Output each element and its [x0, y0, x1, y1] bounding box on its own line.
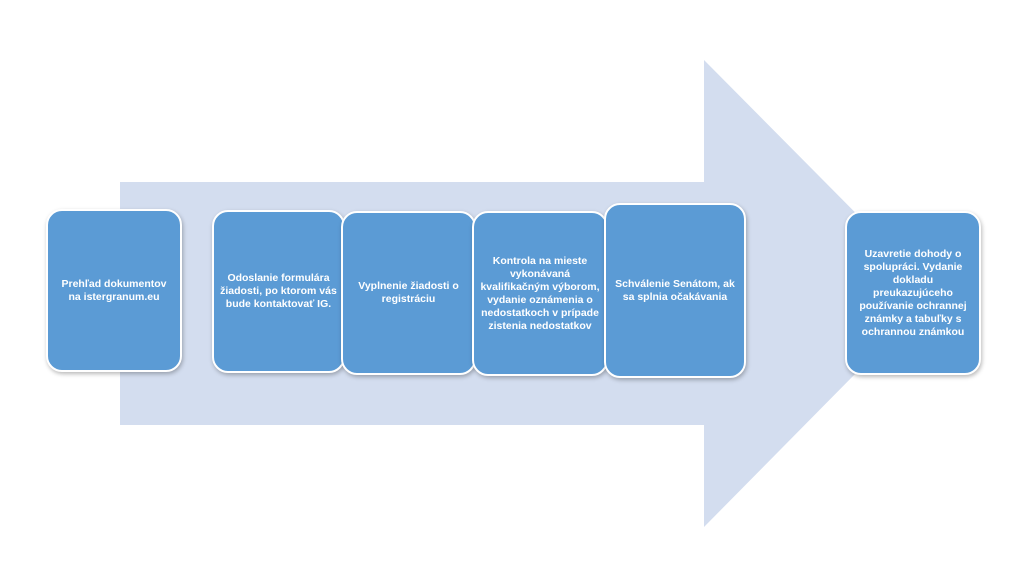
step-review-documents: Prehľad dokumentov na istergranum.eu — [46, 209, 182, 372]
step-cooperation-agreement: Uzavretie dohody o spolupráci. Vydanie d… — [845, 211, 981, 375]
step-onsite-inspection: Kontrola na mieste vykonávaná kvalifikač… — [472, 211, 608, 376]
step-text: Odoslanie formulára žiadosti, po ktorom … — [220, 272, 337, 310]
step-text: Vyplnenie žiadosti o registráciu — [358, 280, 459, 305]
step-text: Uzavretie dohody o spolupráci. Vydanie d… — [859, 247, 967, 338]
step-text: Kontrola na mieste vykonávaná kvalifikač… — [480, 254, 600, 332]
step-send-application-form: Odoslanie formulára žiadosti, po ktorom … — [212, 210, 345, 373]
step-senate-approval: Schválenie Senátom, ak sa splnia očakáva… — [604, 203, 746, 378]
step-text: Schválenie Senátom, ak sa splnia očakáva… — [615, 277, 735, 303]
step-text: Prehľad dokumentov na istergranum.eu — [61, 277, 167, 303]
step-fill-registration: Vyplnenie žiadosti o registráciu — [341, 211, 476, 375]
